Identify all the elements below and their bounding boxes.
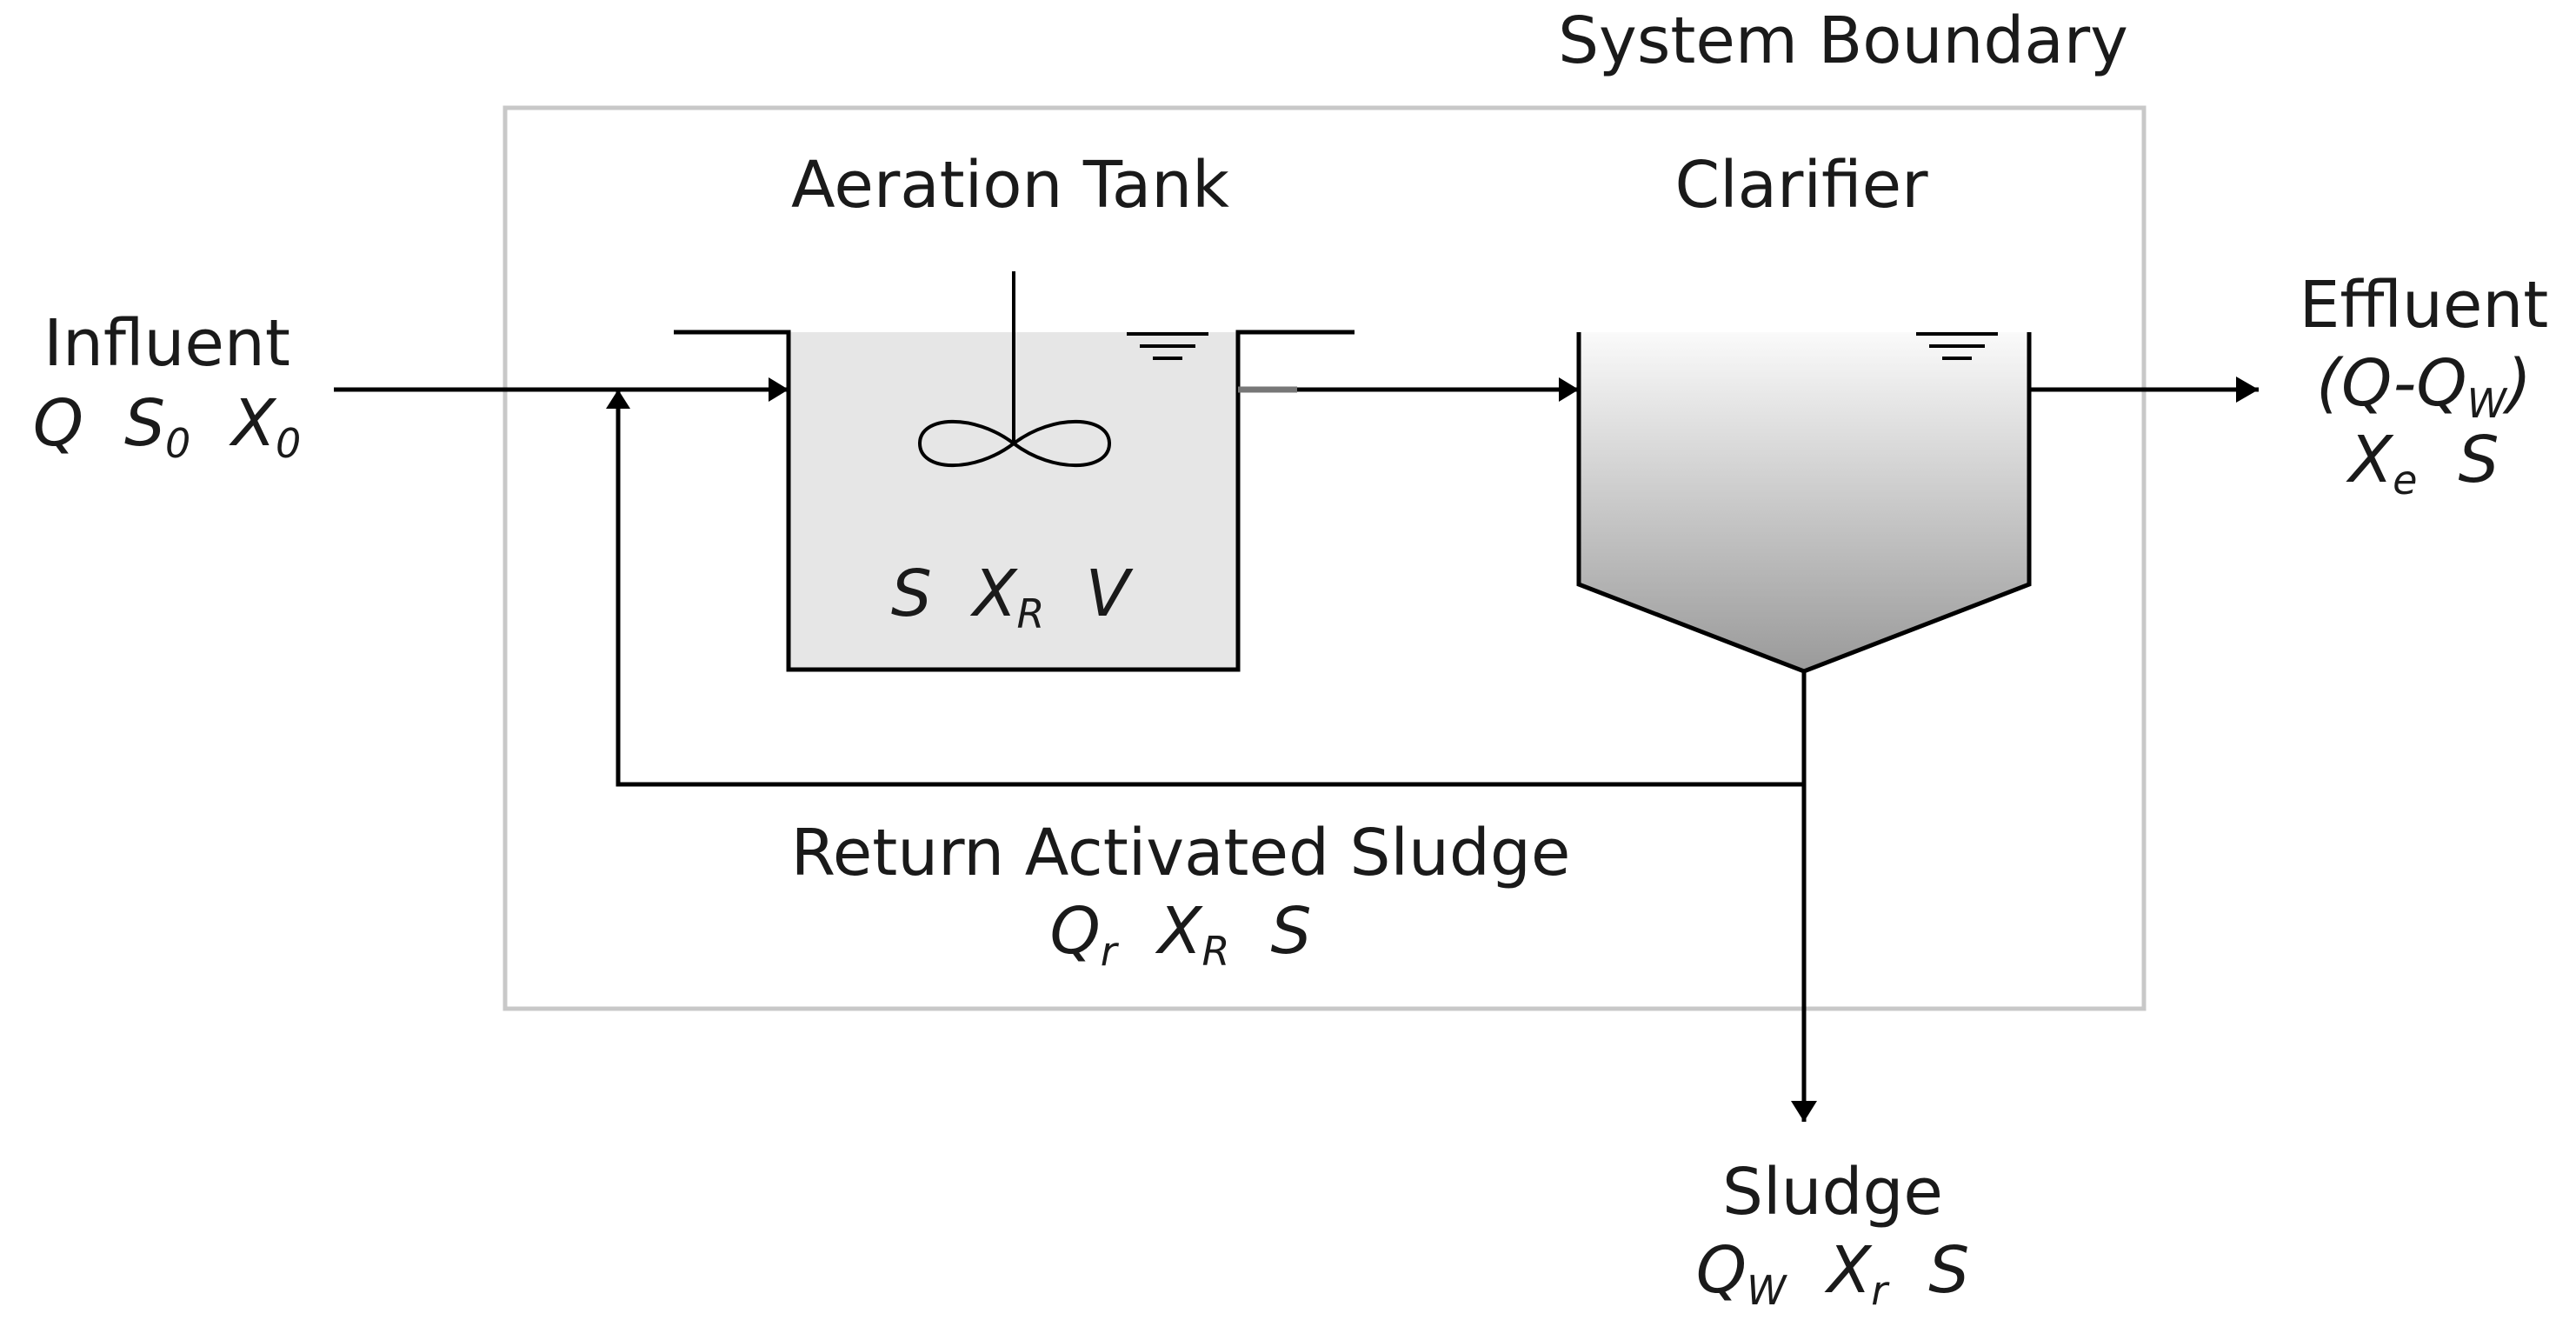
system-boundary-box: [503, 105, 2147, 1011]
flow-lines: [334, 377, 2259, 1122]
effluent-flow-open: (Q-Q: [2316, 346, 2466, 421]
tank-var-v: V: [1086, 557, 1134, 631]
tank-var-x: X: [969, 557, 1019, 631]
waste-sludge-label: Sludge: [1722, 1155, 1943, 1230]
was-var-x-sub: r: [1871, 1267, 1890, 1314]
clarifier-body: [1576, 332, 2032, 674]
was-var-x: X: [1824, 1233, 1874, 1308]
effluent-label: Effluent: [2300, 268, 2549, 343]
aeration-tank-walls: [674, 330, 1355, 672]
effluent-flow-sub: W: [2467, 380, 2508, 427]
tank-to-clarifier-arrowhead: [1559, 377, 1579, 402]
effluent-flow-close: ): [2502, 346, 2532, 421]
return-sludge-arrowhead: [606, 390, 630, 409]
ras-var-q: Q: [1050, 894, 1101, 969]
ras-var-s: S: [1270, 894, 1311, 969]
ras-var-q-sub: r: [1101, 928, 1120, 975]
aeration-tank: Aeration Tank S XR V: [674, 148, 1355, 672]
clarifier: Clarifier: [1576, 148, 2032, 674]
return-sludge-label: Return Activated Sludge: [791, 816, 1571, 890]
effluent-flow: (Q-QW): [2316, 346, 2532, 427]
ras-var-x-sub: R: [1201, 928, 1229, 975]
was-var-q: Q: [1696, 1233, 1747, 1308]
water-level-icon: [1127, 332, 1208, 360]
waste-sludge-variables: QW Xr S: [1696, 1233, 1969, 1314]
ras-var-x: X: [1155, 894, 1204, 969]
effluent-arrowhead: [2236, 377, 2259, 403]
sludge-arrowhead: [1791, 1101, 1817, 1122]
aeration-tank-title: Aeration Tank: [791, 148, 1229, 223]
influent-label: Influent: [43, 306, 290, 381]
effluent-var-x-sub: e: [2393, 457, 2417, 503]
effluent-variables: Xe S: [2345, 423, 2499, 503]
system-boundary-label: System Boundary: [1558, 3, 2128, 78]
influent-var-q: Q: [33, 386, 83, 461]
was-var-s: S: [1928, 1233, 1969, 1308]
clarifier-title: Clarifier: [1674, 148, 1928, 223]
aeration-tank-variables: S XR V: [891, 557, 1134, 637]
influent-variables: Q S0 X0: [33, 386, 302, 467]
tank-var-s: S: [891, 557, 932, 631]
tank-var-x-sub: R: [1017, 590, 1045, 637]
effluent-var-x: X: [2345, 423, 2394, 497]
return-sludge-variables: Qr XR S: [1050, 894, 1312, 975]
clarifier-water-level-icon: [1916, 332, 1998, 360]
influent-var-s-sub: 0: [165, 420, 190, 467]
return-sludge-line: [616, 390, 1804, 787]
was-var-q-sub: W: [1747, 1267, 1787, 1314]
influent-var-s: S: [124, 386, 165, 461]
effluent-var-s: S: [2459, 423, 2499, 497]
influent-var-x-sub: 0: [276, 420, 301, 467]
influent-arrowhead: [769, 377, 789, 402]
mixer-propeller-icon: [917, 271, 1112, 468]
influent-var-x: X: [228, 386, 277, 461]
